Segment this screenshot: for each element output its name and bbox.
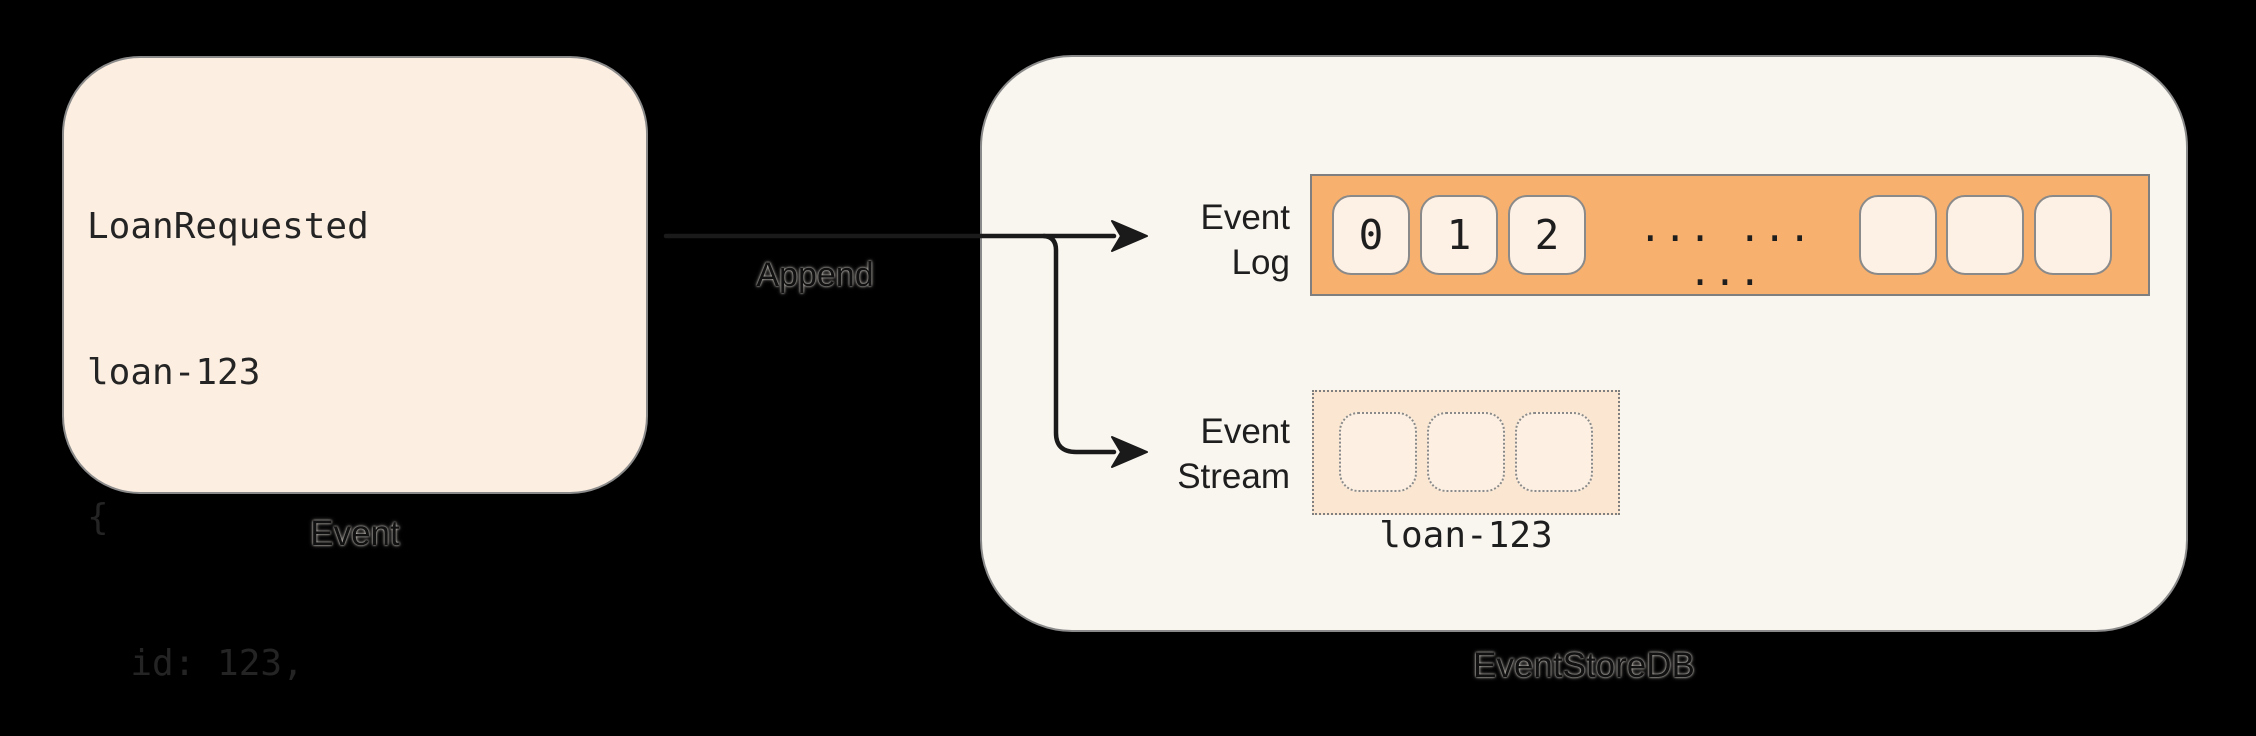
event-stream-label-line2: Stream (1177, 457, 1290, 496)
event-card-label: Event (310, 514, 400, 553)
stream-cell-empty-1 (1339, 412, 1417, 492)
eventstoredb-label: EventStoreDB (1473, 646, 1695, 685)
code-line: loan-123 (87, 351, 261, 393)
code-line: id: 123, (87, 642, 304, 684)
event-stream-label-line1: Event (1200, 412, 1291, 451)
stream-name: loan-123 (1379, 515, 1553, 556)
event-stream-label: Event Stream (1080, 409, 1290, 499)
event-card: LoanRequested loan-123 { id: 123, amount… (62, 56, 648, 684)
event-stream-box (1312, 390, 1620, 515)
log-cell-1: 1 (1420, 195, 1498, 275)
log-cell-empty-2 (1946, 195, 2024, 275)
stream-cell-empty-3 (1515, 412, 1593, 492)
log-cell-empty-1 (1859, 195, 1937, 275)
code-line: { (87, 497, 109, 538)
log-cell-0: 0 (1332, 195, 1410, 275)
log-ellipsis: ... ... ... (1638, 206, 1814, 294)
code-line: LoanRequested (87, 206, 369, 247)
event-log-label-line2: Log (1231, 243, 1290, 282)
stream-cell-empty-2 (1427, 412, 1505, 492)
event-code-block: LoanRequested loan-123 { id: 123, amount… (87, 106, 586, 736)
log-cell-empty-3 (2034, 195, 2112, 275)
eventstoredb-container: Event Log 0 1 2 ... ... ... Event Stream… (980, 55, 2188, 632)
log-cell-2: 2 (1508, 195, 1586, 275)
event-log-bar: 0 1 2 ... ... ... (1310, 174, 2150, 296)
event-log-label-line1: Event (1200, 198, 1291, 237)
append-arrow-label: Append (756, 256, 874, 294)
event-log-label: Event Log (1080, 195, 1291, 285)
